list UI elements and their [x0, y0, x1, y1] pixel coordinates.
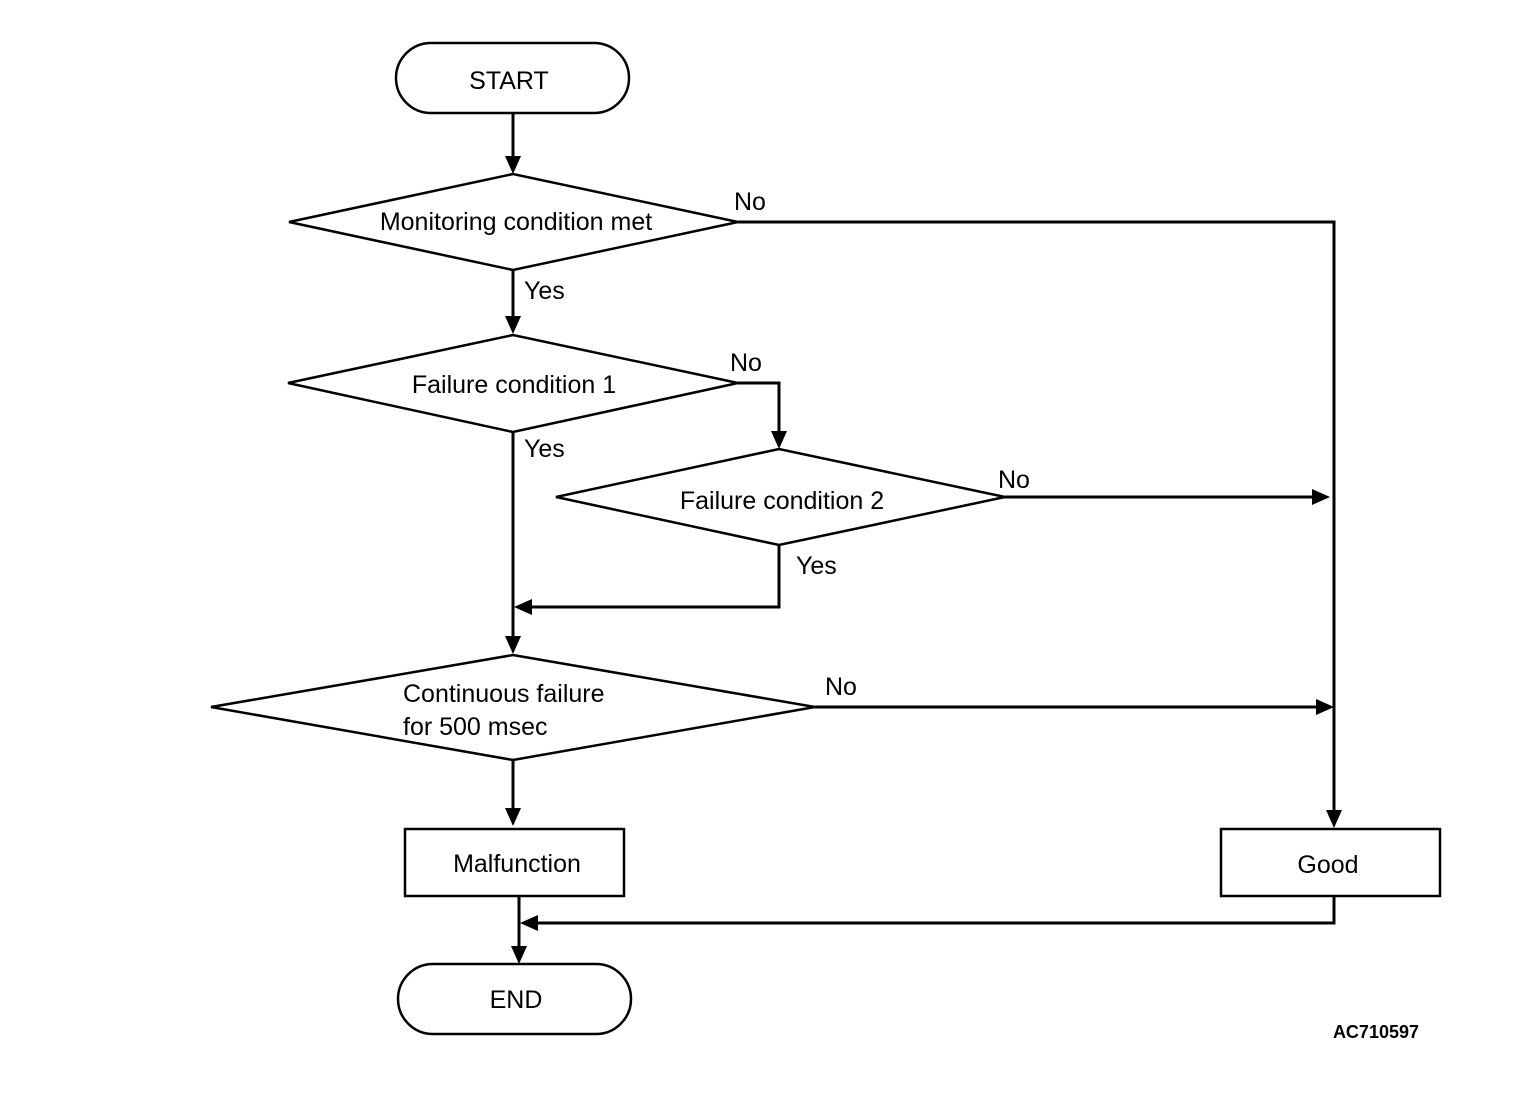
- decision-monitoring-label: Monitoring condition met: [380, 208, 652, 236]
- arrowhead: [505, 316, 521, 334]
- arrowhead: [505, 636, 521, 654]
- edge-good-to-end: [536, 896, 1336, 925]
- arrowhead: [511, 946, 527, 964]
- edge-label-failure1-no: No: [730, 349, 762, 377]
- edge-label-failure2-no: No: [998, 466, 1030, 494]
- arrowhead: [505, 156, 521, 174]
- edge-label-failure1-yes: Yes: [524, 435, 565, 463]
- arrowhead: [771, 431, 787, 449]
- decision-failure2-label: Failure condition 2: [680, 487, 884, 515]
- arrowhead: [1316, 699, 1334, 715]
- arrowhead: [514, 599, 532, 615]
- decision-continuous-label-line2: for 500 msec: [403, 713, 548, 741]
- decision-continuous-label-line1: Continuous failure: [403, 680, 605, 708]
- arrowhead: [520, 915, 538, 931]
- edge-failure2-yes: [530, 545, 781, 609]
- end-terminator: END: [396, 962, 633, 1036]
- figure-code: AC710597: [1333, 1022, 1419, 1042]
- edge-label-continuous-no: No: [825, 673, 857, 701]
- good-box: Good: [1219, 827, 1442, 898]
- arrowhead: [505, 808, 521, 826]
- malfunction-label: Malfunction: [453, 850, 581, 878]
- start-terminator: START: [394, 41, 631, 115]
- decision-monitoring-condition: Monitoring condition met: [288, 172, 739, 272]
- edge-failure1-no: [738, 381, 781, 433]
- edge-label-monitoring-yes: Yes: [524, 277, 565, 305]
- decision-failure1-label: Failure condition 1: [412, 371, 616, 399]
- arrowhead: [1326, 810, 1342, 828]
- decision-failure-condition-1: Failure condition 1: [287, 333, 739, 434]
- decision-failure-condition-2: Failure condition 2: [555, 447, 1006, 547]
- good-label: Good: [1297, 851, 1358, 879]
- arrowhead: [1312, 489, 1330, 505]
- edge-label-monitoring-no: No: [734, 188, 766, 216]
- malfunction-box: Malfunction: [403, 827, 626, 898]
- decision-continuous-failure: Continuous failure for 500 msec: [210, 653, 816, 762]
- start-label: START: [469, 67, 549, 95]
- end-label: END: [490, 986, 543, 1014]
- edge-label-failure2-yes: Yes: [796, 552, 837, 580]
- edge-monitoring-no: [738, 220, 1336, 812]
